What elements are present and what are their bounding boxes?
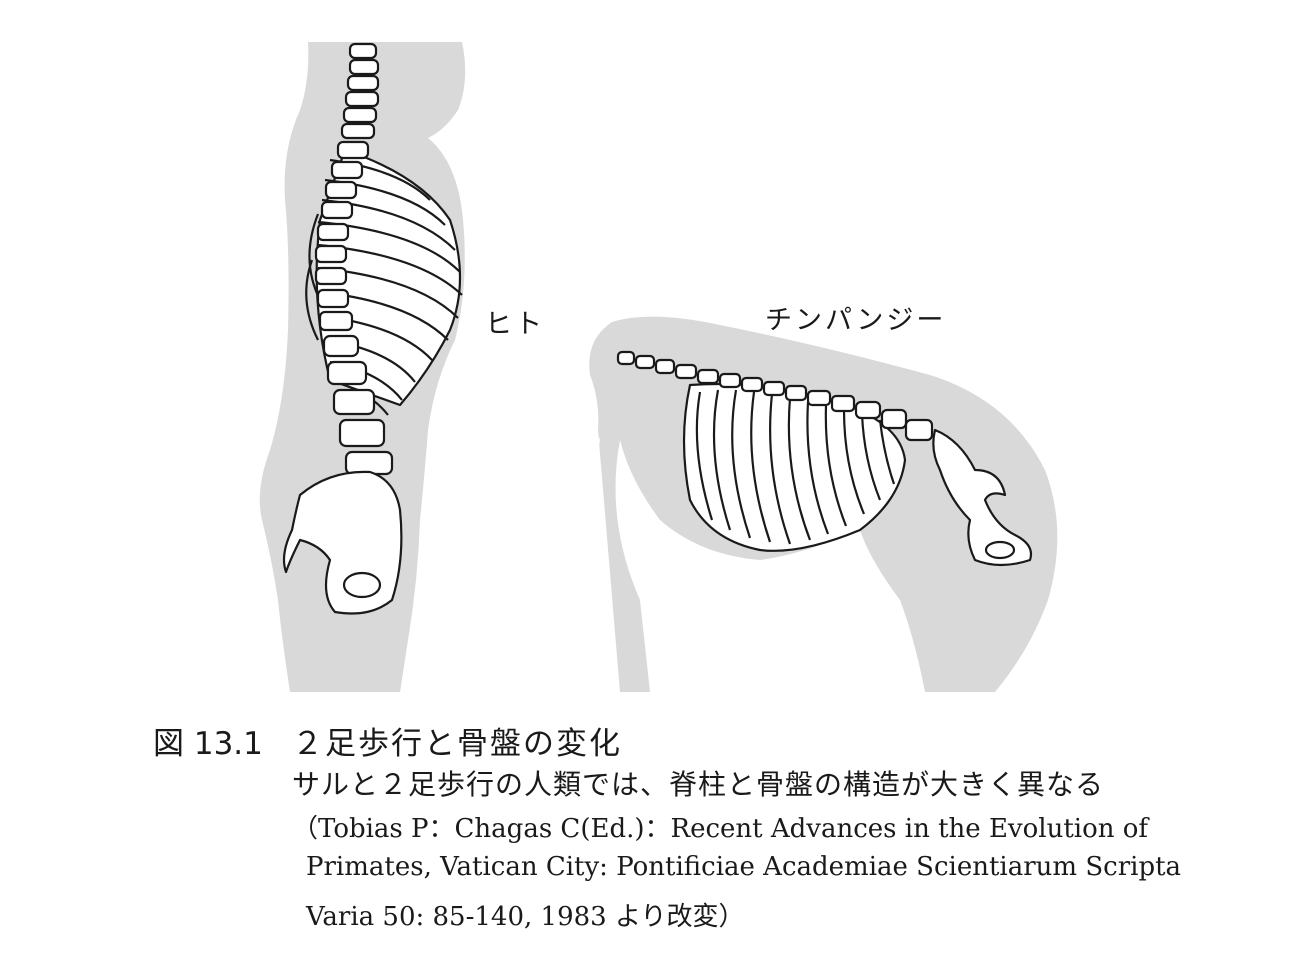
chimpanzee-ribs (695, 389, 896, 545)
skeleton-comparison-figure (259, 42, 1058, 692)
figure-title: ２足歩行と骨盤の変化 (292, 726, 622, 762)
chimpanzee-label: チンパンジー (765, 305, 947, 336)
human-pelvis-foramen (342, 571, 382, 599)
figure-source-line-3: Varia 50: 85-140, 1983 より改変） (306, 902, 745, 932)
figure-source-line-2: Primates, Vatican City: Pontificiae Acad… (306, 852, 1182, 882)
chimpanzee-pelvis (932, 428, 1033, 567)
human-spine (314, 42, 394, 476)
chimpanzee-arm-gap (560, 420, 600, 692)
human-label: ヒト (485, 309, 545, 340)
figure-number: 図 13.1 (153, 726, 263, 762)
figure-subtitle: サルと２足歩行の人類では、脊柱と骨盤の構造が大きく異なる (292, 768, 1105, 801)
chimpanzee-spine (616, 350, 934, 442)
chimpanzee-pelvis-foramen (984, 540, 1016, 560)
human-skeleton (282, 42, 463, 615)
figure-source-line-1: （Tobias P：Chagas C(Ed.)：Recent Advances … (292, 814, 1149, 844)
chimpanzee-skeleton (616, 350, 1033, 567)
